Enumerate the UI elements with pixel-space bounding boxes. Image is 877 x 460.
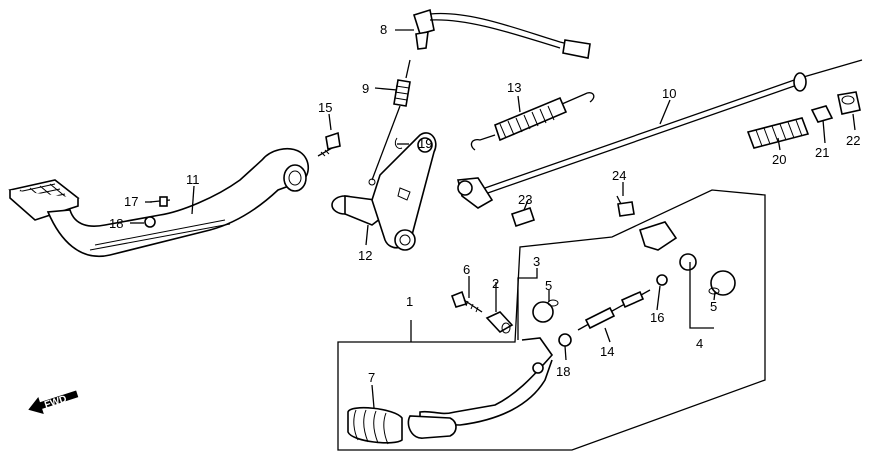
callout-5-lower: 5 bbox=[710, 299, 717, 314]
joint-part-5-lower bbox=[708, 270, 736, 296]
brake-arm-part-12 bbox=[331, 132, 437, 251]
callout-4: 4 bbox=[696, 336, 703, 351]
brake-pedal-part-11 bbox=[8, 148, 310, 258]
nut-part-18-lower bbox=[558, 333, 572, 347]
callout-18-lower: 18 bbox=[556, 364, 570, 379]
nut-part-16 bbox=[656, 274, 668, 286]
callout-20: 20 bbox=[772, 152, 786, 167]
callout-5-upper: 5 bbox=[545, 278, 552, 293]
leader-lines bbox=[130, 29, 856, 409]
bolt-part-24 bbox=[616, 195, 635, 217]
callout-8: 8 bbox=[380, 22, 387, 37]
bolt-part-17 bbox=[149, 196, 171, 207]
callout-14: 14 bbox=[600, 344, 614, 359]
cotter-pin-part-19 bbox=[394, 137, 403, 149]
collar-part-2 bbox=[485, 311, 514, 334]
bolt-part-15 bbox=[317, 131, 341, 157]
callout-21: 21 bbox=[815, 145, 829, 160]
callout-7: 7 bbox=[368, 370, 375, 385]
callout-1: 1 bbox=[406, 294, 413, 309]
callout-3: 3 bbox=[533, 254, 540, 269]
callout-22: 22 bbox=[846, 133, 860, 148]
callout-13: 13 bbox=[507, 80, 521, 95]
callout-24: 24 bbox=[612, 168, 626, 183]
lever-body-part-1 bbox=[407, 337, 554, 439]
joint-part-5-upper bbox=[532, 299, 559, 323]
brake-switch-part-8 bbox=[412, 8, 591, 59]
forward-direction-arrow: FWD bbox=[28, 390, 79, 415]
callout-17: 17 bbox=[124, 194, 138, 209]
pin-part-23 bbox=[510, 206, 536, 228]
callout-23: 23 bbox=[518, 192, 532, 207]
callout-11: 11 bbox=[186, 172, 200, 187]
adjusting-nut-part-22 bbox=[837, 91, 861, 115]
pedal-rubber-part-7 bbox=[347, 406, 403, 445]
callout-6: 6 bbox=[463, 262, 470, 277]
brake-rod-part-10 bbox=[456, 59, 863, 209]
bolt-part-6 bbox=[450, 290, 483, 313]
callout-15: 15 bbox=[318, 100, 332, 115]
switch-spring-part-9 bbox=[368, 59, 411, 186]
nut-part-18-left bbox=[144, 216, 156, 228]
return-spring-part-13 bbox=[470, 92, 595, 151]
fwd-label: FWD bbox=[43, 394, 68, 412]
callout-2: 2 bbox=[492, 276, 499, 291]
tie-rod-part-14 bbox=[577, 289, 651, 331]
arrow-icon bbox=[28, 390, 79, 415]
collar-part-21 bbox=[810, 105, 834, 123]
callout-19: 19 bbox=[418, 136, 432, 151]
callout-9: 9 bbox=[362, 81, 369, 96]
joint-part-4 bbox=[638, 221, 697, 271]
spring-part-20 bbox=[746, 117, 810, 149]
callout-16: 16 bbox=[650, 310, 664, 325]
callout-18-left: 18 bbox=[109, 216, 123, 231]
callout-12: 12 bbox=[358, 248, 372, 263]
callout-10: 10 bbox=[662, 86, 676, 101]
